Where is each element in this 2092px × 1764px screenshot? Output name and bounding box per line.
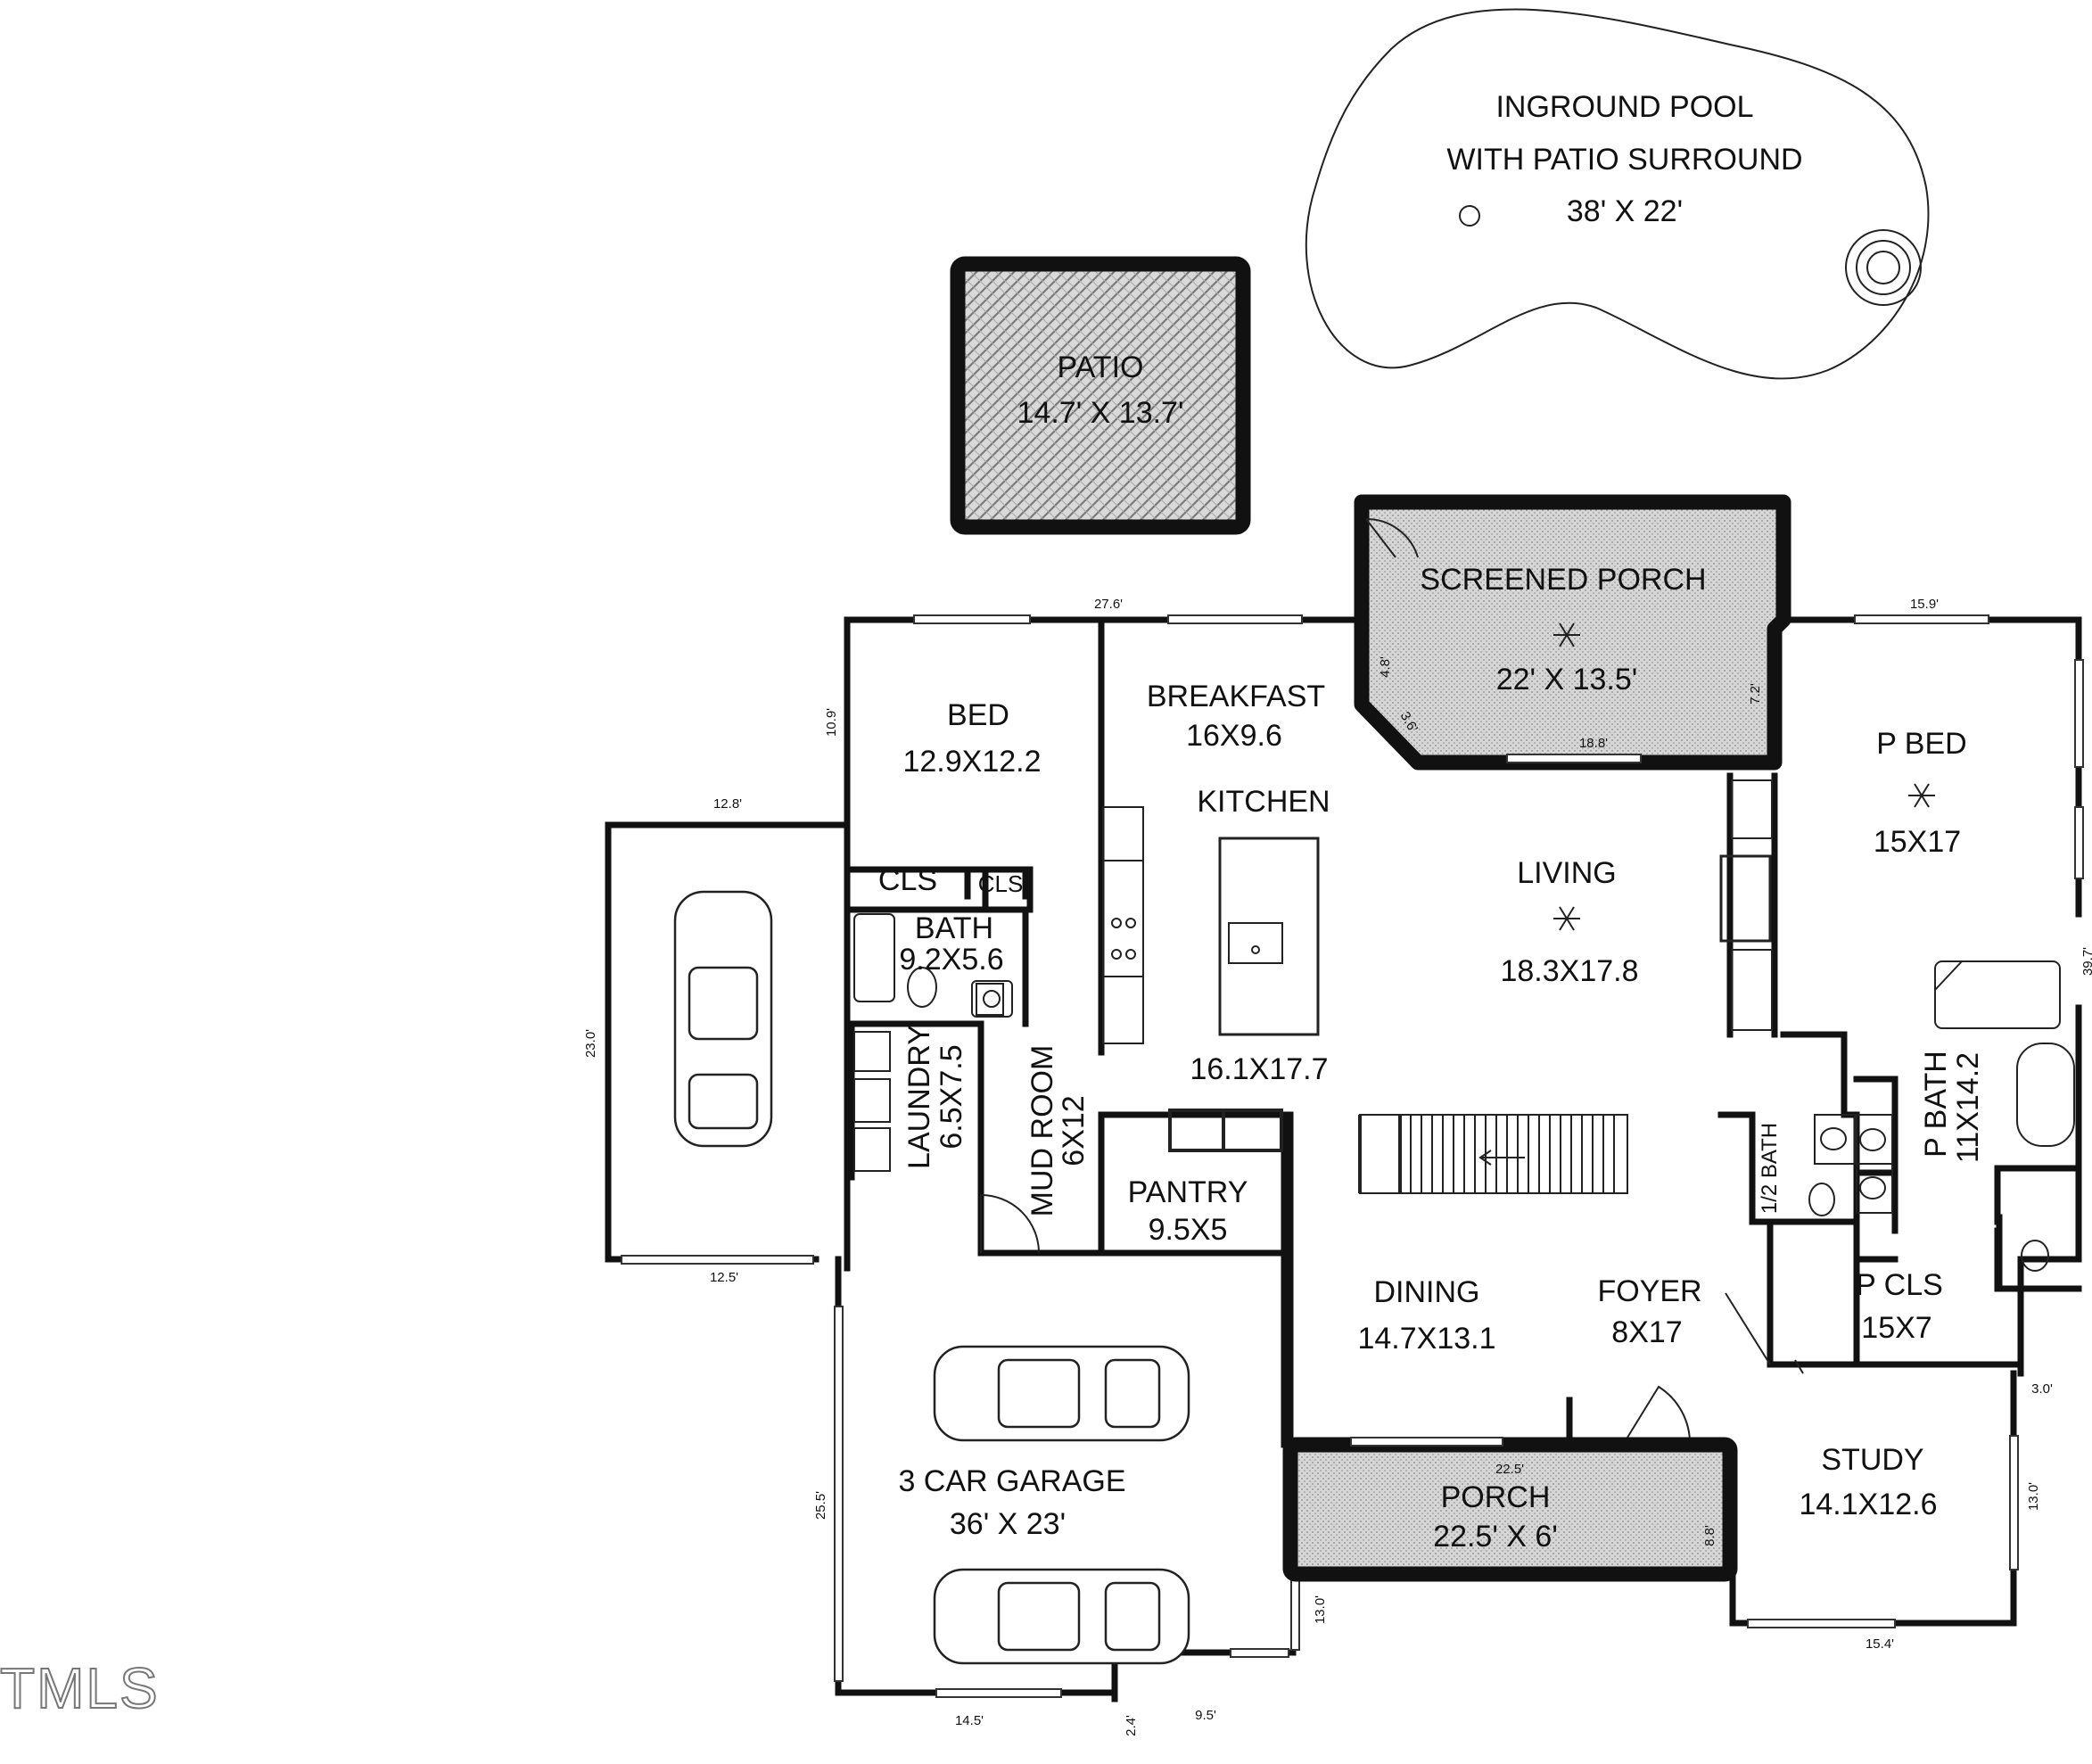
dimension-label: 9.5' bbox=[1195, 1708, 1216, 1723]
dimension-label: 12.8' bbox=[713, 796, 742, 812]
pantry-label: PANTRY bbox=[1128, 1175, 1248, 1209]
dimension-label: 15.4' bbox=[1866, 1636, 1894, 1652]
dimension-label: 39.7' bbox=[2080, 947, 2092, 976]
patio-label: PATIO bbox=[1058, 350, 1144, 384]
dimension-label: 10.9' bbox=[824, 708, 839, 737]
porch-label: PORCH bbox=[1441, 1480, 1551, 1514]
dimension-label: 12.5' bbox=[710, 1270, 738, 1285]
kitchen-sink-icon bbox=[1251, 945, 1260, 954]
dimension-label: 7.2' bbox=[1748, 683, 1763, 705]
ceiling-fan-icon bbox=[1553, 622, 1580, 647]
dimension-label: 13.0' bbox=[2026, 1482, 2041, 1511]
bath-size: 9.2X5.6 bbox=[899, 943, 1003, 977]
foyer-size: 8X17 bbox=[1611, 1315, 1682, 1349]
front-porch bbox=[1282, 1437, 1738, 1582]
mud-room-size: 6X12 bbox=[1057, 1095, 1091, 1166]
p-cls-label: P CLS bbox=[1856, 1268, 1943, 1302]
dimension-label: 23.0' bbox=[583, 1029, 598, 1058]
breakfast-label: BREAKFAST bbox=[1147, 680, 1325, 713]
pool-label-line1: INGROUND POOL bbox=[1495, 90, 1753, 124]
fireplace bbox=[1719, 779, 1773, 1031]
dimension-label: 18.8' bbox=[1579, 736, 1608, 751]
p-bath-size: 11X14.2 bbox=[1951, 1052, 1985, 1163]
screened-porch-size: 22' X 13.5' bbox=[1496, 663, 1638, 697]
screened-porch bbox=[1354, 494, 1791, 771]
dimension-label: 14.5' bbox=[955, 1713, 984, 1728]
garage-size: 36' X 23' bbox=[950, 1507, 1066, 1541]
dimension-label: 8.8' bbox=[1702, 1525, 1717, 1546]
dining-size: 14.7X13.1 bbox=[1357, 1322, 1495, 1356]
cls-label-2: CLS bbox=[978, 870, 1024, 897]
ceiling-fan-icon bbox=[1908, 783, 1935, 808]
foyer-label: FOYER bbox=[1597, 1274, 1701, 1308]
watermark-text: TMLS bbox=[0, 1656, 160, 1720]
kitchen-label: KITCHEN bbox=[1197, 785, 1330, 819]
mud-room-label: MUD ROOM bbox=[1025, 1045, 1059, 1217]
dimension-label: 2.4' bbox=[1124, 1715, 1139, 1736]
inground-pool bbox=[1305, 8, 1930, 380]
pool-size: 38' X 22' bbox=[1567, 194, 1683, 228]
dimension-label: 13.0' bbox=[1313, 1595, 1328, 1624]
bed-size: 12.9X12.2 bbox=[902, 745, 1041, 779]
dimension-label: 15.9' bbox=[1910, 597, 1939, 612]
laundry-size: 6.5X7.5 bbox=[935, 1044, 968, 1149]
staircase bbox=[1358, 1114, 1628, 1194]
bed-label: BED bbox=[947, 698, 1009, 732]
kitchen-size: 16.1X17.7 bbox=[1190, 1052, 1328, 1086]
porch-size: 22.5' X 6' bbox=[1433, 1520, 1558, 1554]
patio bbox=[950, 256, 1251, 535]
p-bath-label: P BATH bbox=[1919, 1051, 1953, 1158]
cls-label-1: CLS bbox=[878, 863, 937, 897]
study-label: STUDY bbox=[1821, 1443, 1923, 1477]
pool-label-line2: WITH PATIO SURROUND bbox=[1446, 143, 1802, 177]
p-bed-size: 15X17 bbox=[1874, 825, 1961, 859]
bath-fixtures bbox=[853, 913, 2075, 1272]
study-size: 14.1X12.6 bbox=[1799, 1488, 1937, 1521]
living-label: LIVING bbox=[1517, 856, 1616, 890]
screened-porch-label: SCREENED PORCH bbox=[1420, 563, 1706, 597]
patio-size: 14.7' X 13.7' bbox=[1017, 396, 1184, 430]
dining-label: DINING bbox=[1374, 1275, 1480, 1309]
car-icon bbox=[673, 890, 773, 1148]
dimension-label: 27.6' bbox=[1094, 597, 1123, 612]
door-swings bbox=[980, 1193, 1804, 1446]
garage-label: 3 CAR GARAGE bbox=[898, 1464, 1125, 1498]
p-bed-label: P BED bbox=[1876, 727, 1966, 761]
kitchen-counters bbox=[1102, 806, 1320, 1044]
car-icon bbox=[933, 1568, 1190, 1665]
half-bath-label: 1/2 BATH bbox=[1758, 1123, 1782, 1214]
dimension-label: 3.0' bbox=[2031, 1381, 2053, 1397]
dimension-label: 22.5' bbox=[1495, 1462, 1524, 1477]
ceiling-fan-icon bbox=[1553, 906, 1580, 931]
pantry-size: 9.5X5 bbox=[1149, 1213, 1228, 1247]
breakfast-size: 16X9.6 bbox=[1186, 719, 1282, 753]
bath-label: BATH bbox=[915, 911, 993, 945]
p-cls-size: 15X7 bbox=[1861, 1311, 1931, 1345]
dimension-label: 25.5' bbox=[813, 1491, 828, 1520]
living-size: 18.3X17.8 bbox=[1500, 954, 1638, 988]
dimension-label: 4.8' bbox=[1378, 656, 1393, 678]
car-icon bbox=[933, 1345, 1190, 1442]
laundry-label: LAUNDRY bbox=[902, 1025, 936, 1169]
pantry-shelves bbox=[1168, 1109, 1283, 1152]
